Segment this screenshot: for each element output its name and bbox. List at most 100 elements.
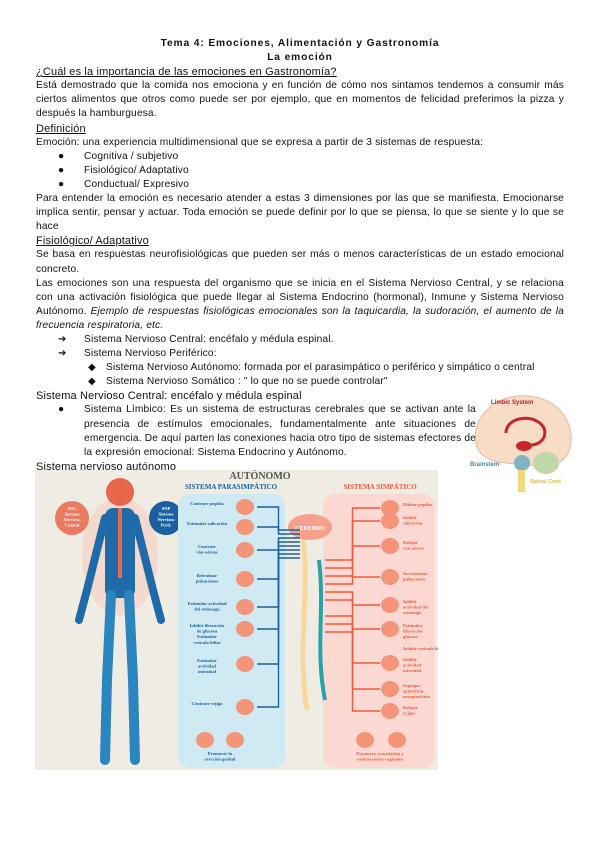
spinal-cord-label: Spinal Cord xyxy=(530,479,561,485)
cerebellum-shape xyxy=(533,452,559,474)
organ-icon xyxy=(381,538,399,554)
nerve-line xyxy=(325,631,380,712)
definicion-paragraph: Para entender la emoción es necesario at… xyxy=(36,193,564,233)
badge-line: SNC xyxy=(67,506,76,511)
definicion-text: Emoción: una experiencia multidimensiona… xyxy=(36,136,484,148)
limbic-shape xyxy=(504,416,547,447)
sympathetic-title: SISTEMA SIMPÁTICO xyxy=(343,483,417,491)
nerve-line xyxy=(257,506,300,531)
cerebrum-shape xyxy=(475,395,572,467)
sympathetic-chain-shape xyxy=(317,559,327,701)
organ-icon xyxy=(381,703,399,719)
badge-line: Nervioso xyxy=(64,517,82,522)
sympathetic-label: Dilatar pupilas xyxy=(403,502,433,507)
list-item-text: Sistema Límbico: Es un sistema de estruc… xyxy=(84,404,476,458)
fisiologico-p1: Se basa en respuestas neurofisiológicas … xyxy=(36,249,564,275)
list-item-text: Cognitiva / subjetivo xyxy=(84,150,179,162)
organ-icon xyxy=(356,732,374,748)
document-body: Tema 4: Emociones, Alimentación y Gastro… xyxy=(36,37,564,474)
list-item: ◆ Sistema Nervioso Somático : " lo que no… xyxy=(36,375,564,389)
nerve-line xyxy=(325,545,380,577)
organ-icon xyxy=(236,499,254,515)
bullet-icon: ● xyxy=(58,150,65,162)
fisiologico-heading: Fisiológico/ Adaptativo xyxy=(36,235,149,248)
list-item: ●Fisiológico/ Adaptativo xyxy=(36,164,564,178)
list-item: ➔ Sistema Nervioso Central: encéfalo y mé… xyxy=(36,333,564,347)
p2-text: Las emociones son una respuesta del orga… xyxy=(36,277,564,317)
list-item-text: Sistema Nervioso Autónomo: formada por e… xyxy=(106,362,535,374)
intro-paragraph: Está demostrado que la comida nos emocio… xyxy=(36,80,564,120)
list-item: ◆ Sistema Nervioso Autónomo: formada por … xyxy=(36,361,564,375)
page-title: Tema 4: Emociones, Alimentación y Gastro… xyxy=(160,38,440,49)
sympathetic-panel xyxy=(323,494,435,768)
list-item: ● Cognitiva / subjetivo xyxy=(36,150,564,164)
nerve-line xyxy=(325,599,380,630)
nerve-line xyxy=(257,526,300,535)
amygdala-shape xyxy=(516,441,532,451)
organ-icon xyxy=(236,621,254,637)
list-item-text: Sistema Nervioso Somático : " lo que no … xyxy=(106,376,388,388)
organ-icon xyxy=(196,732,214,748)
badge-line: Central xyxy=(65,523,80,528)
organ-icon xyxy=(226,732,244,748)
sympathetic-label: Inhibir vesícula biliar xyxy=(403,646,438,651)
brainstem-label: Brainstem xyxy=(470,462,499,468)
list-item-text: Sistema Nervioso Periférico: xyxy=(84,348,217,360)
organ-icon xyxy=(236,519,254,535)
definicion-heading: Definición xyxy=(36,122,86,135)
arrow-icon: ➔ xyxy=(58,348,67,360)
list-item-text: Conductual/ Expresivo xyxy=(84,178,190,190)
section-question: ¿Cuál es la importancia de las emociones… xyxy=(36,66,337,79)
brain-label: CEREBRO xyxy=(295,526,325,532)
fisiologico-p2: Las emociones son una respuesta del orga… xyxy=(36,277,564,333)
limbic-label: Limbic System xyxy=(491,400,533,406)
diamond-icon: ◆ xyxy=(88,362,96,374)
organ-icon xyxy=(381,655,399,671)
organ-icon xyxy=(381,569,399,585)
organ-icon xyxy=(236,599,254,615)
organ-icon xyxy=(381,597,399,613)
arrow-icon: ➔ xyxy=(58,333,67,345)
nerve-line xyxy=(257,557,300,708)
list-item: ● Sistema Límbico: Es un sistema de estru… xyxy=(36,403,476,459)
organ-icon xyxy=(381,621,399,637)
bullet-icon: ● xyxy=(58,404,65,416)
badge-line: Nervioso xyxy=(158,517,176,522)
badge-line: SNP xyxy=(162,506,171,511)
organ-icon xyxy=(236,656,254,672)
snc-heading: Sistema Nervioso Central: encéfalo y méd… xyxy=(36,390,302,403)
sna-heading: Sistema nervioso autónomo xyxy=(36,460,177,473)
parasympathetic-title: SISTEMA PARASIMPÁTICO xyxy=(185,483,278,491)
page-subtitle: La emoción xyxy=(267,52,333,64)
bullet-icon: ● xyxy=(58,178,65,190)
list-item-text: Sistema Nervioso Central: encéfalo y méd… xyxy=(84,333,334,345)
parasympathetic-panel xyxy=(178,494,285,768)
diamond-icon: ◆ xyxy=(88,376,96,388)
organ-icon xyxy=(236,699,254,715)
organ-icon xyxy=(388,732,406,748)
parasympathetic-label: Contraer vejiga xyxy=(192,701,224,706)
nervous-system-body-figure xyxy=(75,478,165,765)
spinal-cord-shape xyxy=(518,470,525,492)
list-item: ➔ Sistema Nervioso Periférico: xyxy=(36,347,564,361)
organ-icon xyxy=(381,681,399,697)
badge-line: Perif. xyxy=(161,523,172,528)
brainstem-shape xyxy=(514,455,530,471)
